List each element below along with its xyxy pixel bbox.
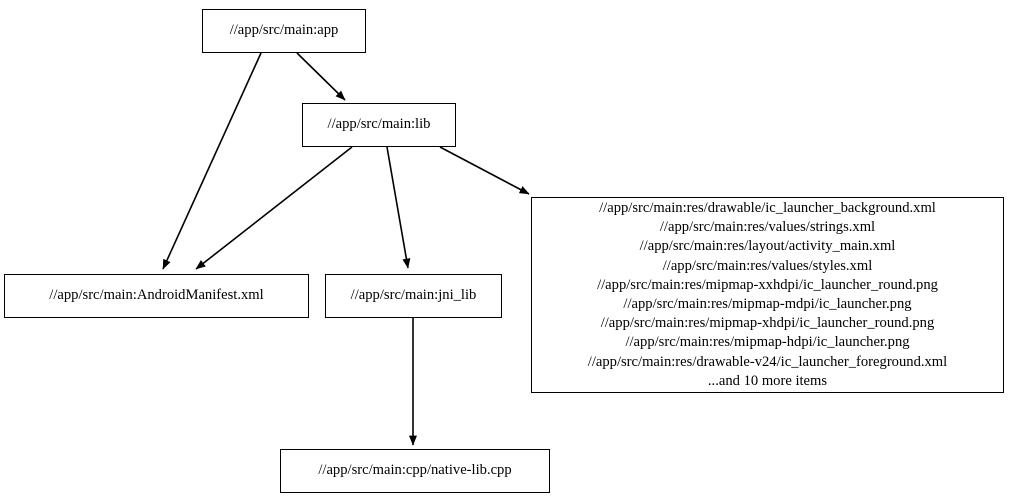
node-app-label: //app/src/main:app [229, 22, 339, 39]
node-lib[interactable]: //app/src/main:lib [302, 103, 456, 147]
edge-lib-to-manifest [195, 146, 353, 270]
edge-app-to-lib [296, 52, 346, 101]
node-native-lib-cpp[interactable]: //app/src/main:cpp/native-lib.cpp [280, 449, 550, 493]
edge-app-to-manifest [162, 52, 262, 270]
node-android-manifest[interactable]: //app/src/main:AndroidManifest.xml [4, 274, 309, 318]
node-app[interactable]: //app/src/main:app [202, 9, 366, 53]
node-native-lib-cpp-label: //app/src/main:cpp/native-lib.cpp [318, 462, 512, 479]
node-res-group-label: //app/src/main:res/drawable/ic_launcher_… [587, 199, 948, 389]
node-jni-lib[interactable]: //app/src/main:jni_lib [325, 274, 502, 318]
node-jni-lib-label: //app/src/main:jni_lib [350, 287, 477, 304]
node-android-manifest-label: //app/src/main:AndroidManifest.xml [49, 287, 264, 304]
edge-lib-to-jni-lib [386, 146, 411, 269]
node-lib-label: //app/src/main:lib [327, 116, 431, 133]
node-res-group[interactable]: //app/src/main:res/drawable/ic_launcher_… [531, 197, 1004, 393]
edge-lib-to-res-group [439, 146, 530, 195]
